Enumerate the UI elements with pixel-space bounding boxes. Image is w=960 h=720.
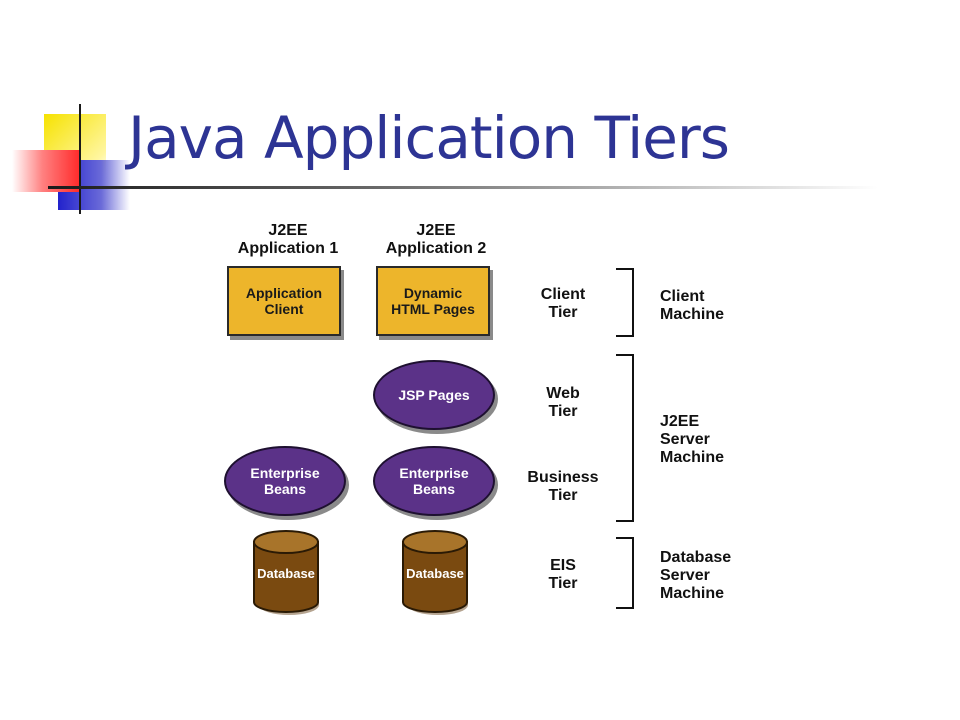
database-label-1: Database — [257, 566, 315, 581]
database-cylinder-1: Database — [252, 528, 320, 615]
machine-label-client: Client Machine — [660, 288, 725, 323]
application-client-box: Application Client — [227, 266, 341, 336]
tier-label-business: Business Tier — [527, 469, 599, 504]
database-icon — [402, 530, 468, 615]
enterprise-beans-label-2: Enterprise Beans — [399, 465, 469, 497]
jsp-pages-label: JSP Pages — [398, 387, 470, 403]
tier-label-web: Web Tier — [546, 385, 580, 420]
decor-red-square — [12, 150, 80, 192]
enterprise-beans-oval-2: Enterprise Beans — [373, 446, 495, 516]
machine-label-database-server: Database Server Machine — [660, 549, 732, 602]
jsp-pages-oval: JSP Pages — [373, 360, 495, 430]
decor-vertical-line — [79, 104, 81, 214]
tier-label-eis: EIS Tier — [548, 557, 578, 592]
bracket-j2ee-server — [616, 354, 634, 522]
enterprise-beans-oval-1: Enterprise Beans — [224, 446, 346, 516]
machine-label-j2ee-server: J2EE Server Machine — [660, 413, 725, 466]
application-client-label: Application Client — [245, 285, 323, 317]
column-header-app2: J2EE Application 2 — [385, 222, 487, 257]
dynamic-html-pages-box: Dynamic HTML Pages — [376, 266, 490, 336]
slide-title: Java Application Tiers — [128, 104, 730, 172]
bracket-client-machine — [616, 268, 634, 337]
database-cylinder-2: Database — [401, 528, 469, 615]
tier-label-client: Client Tier — [540, 286, 586, 321]
database-icon — [253, 530, 319, 615]
column-header-app1: J2EE Application 1 — [237, 222, 339, 257]
database-label-2: Database — [406, 566, 464, 581]
dynamic-html-pages-label: Dynamic HTML Pages — [391, 285, 475, 317]
enterprise-beans-label-1: Enterprise Beans — [250, 465, 320, 497]
title-underline — [48, 186, 878, 189]
bracket-database-server — [616, 537, 634, 609]
